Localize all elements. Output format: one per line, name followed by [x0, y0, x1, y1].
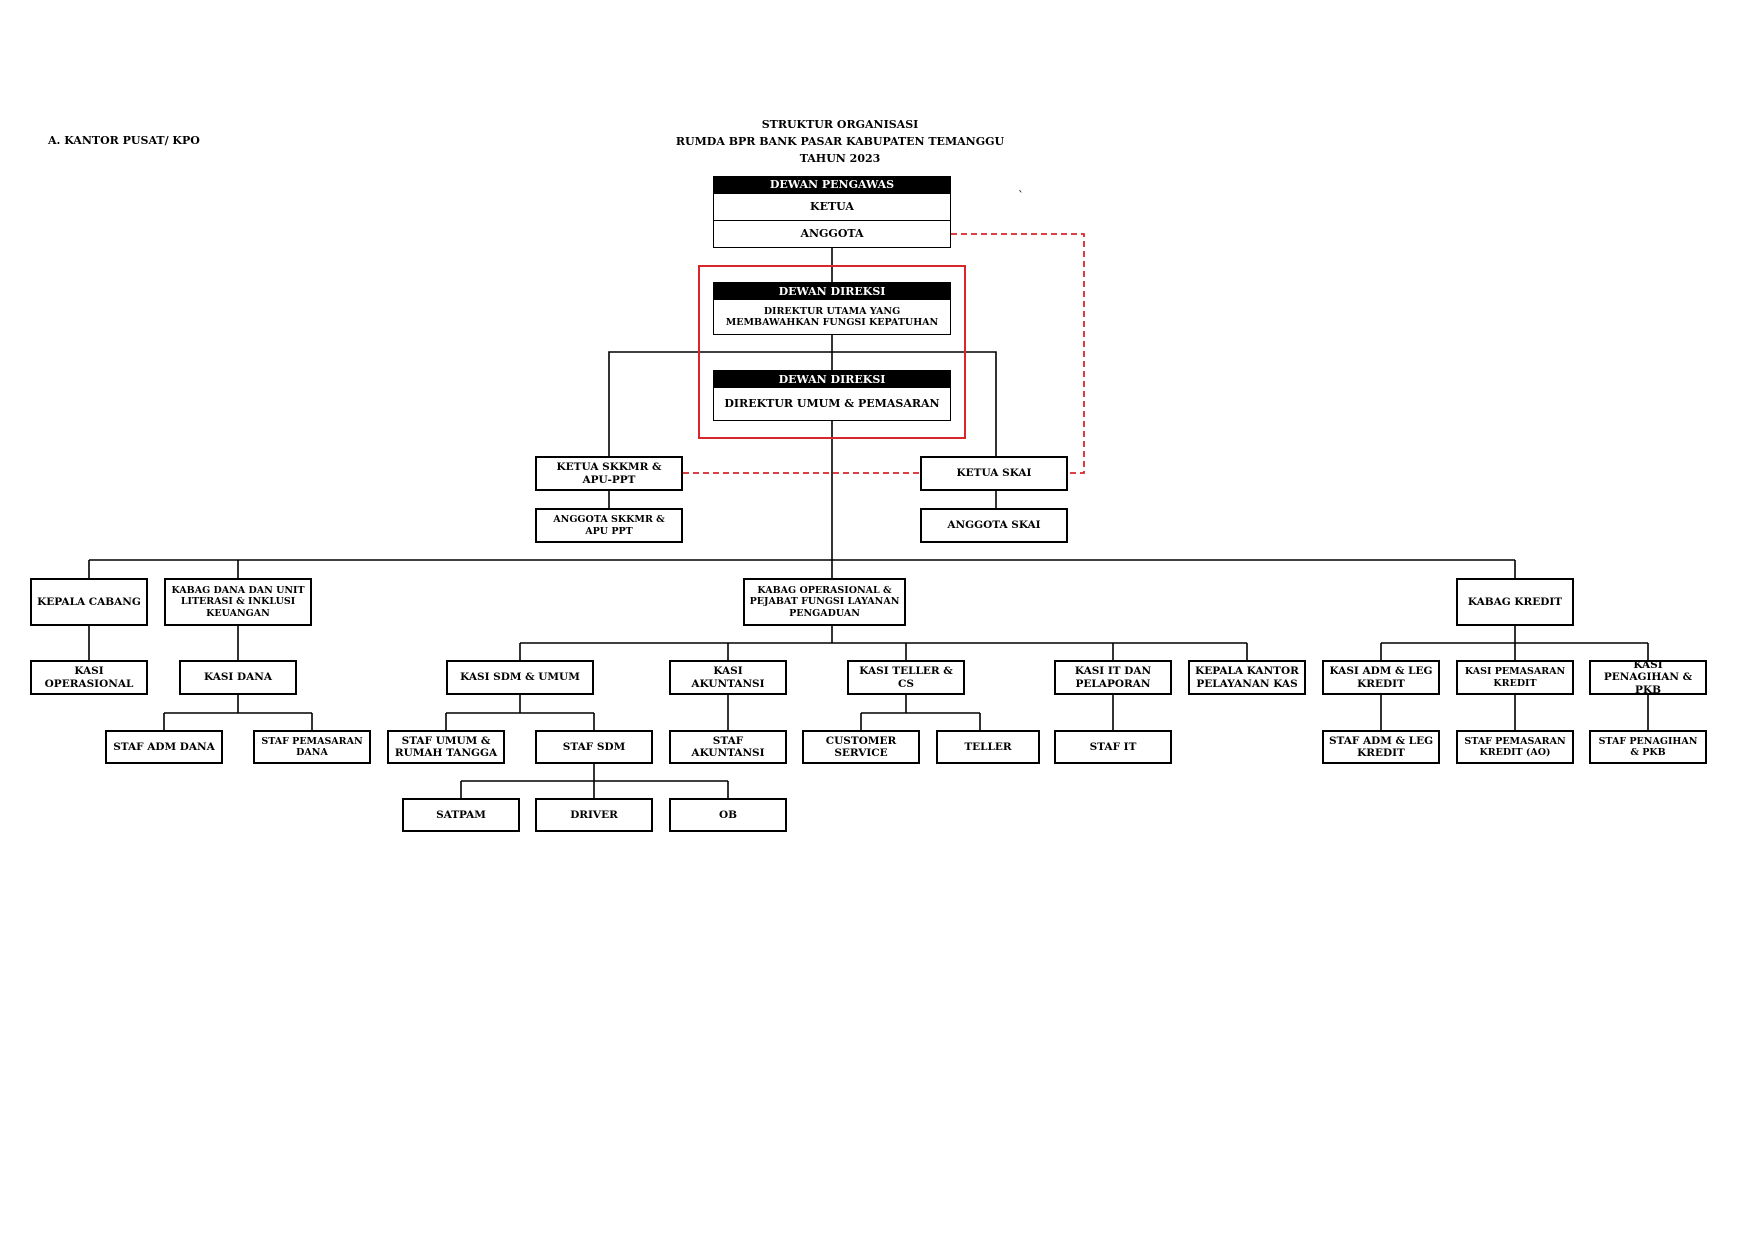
kabag-operasional: KABAG OPERASIONAL & PEJABAT FUNGSI LAYAN…: [743, 578, 906, 626]
kasi-sdm-umum: KASI SDM & UMUM: [446, 660, 594, 695]
staf-umum-rumah-tangga: STAF UMUM & RUMAH TANGGA: [387, 730, 505, 764]
direksi-frame: [698, 265, 966, 439]
ketua-skkmr: KETUA SKKMR & APU-PPT: [535, 456, 683, 491]
satpam: SATPAM: [402, 798, 520, 832]
dewan-pengawas-anggota: ANGGOTA: [713, 220, 951, 248]
direktur-utama-header: DEWAN DIREKSI: [713, 282, 951, 300]
kepala-kantor-kas: KEPALA KANTOR PELAYANAN KAS: [1188, 660, 1306, 695]
kasi-operasional: KASI OPERASIONAL: [30, 660, 148, 695]
staf-penagihan: STAF PENAGIHAN & PKB: [1589, 730, 1707, 764]
staf-adm-dana: STAF ADM DANA: [105, 730, 223, 764]
kabag-kredit: KABAG KREDIT: [1456, 578, 1574, 626]
anggota-skkmr: ANGGOTA SKKMR & APU PPT: [535, 508, 683, 543]
kasi-teller-cs: KASI TELLER & CS: [847, 660, 965, 695]
kasi-pemasaran-kredit: KASI PEMASARAN KREDIT: [1456, 660, 1574, 695]
ob: OB: [669, 798, 787, 832]
title-line-2: RUMDA BPR BANK PASAR KABUPATEN TEMANGGU: [675, 135, 1005, 148]
chart-title: STRUKTUR ORGANISASI RUMDA BPR BANK PASAR…: [600, 116, 1080, 167]
ketua-skai: KETUA SKAI: [920, 456, 1068, 491]
staf-sdm: STAF SDM: [535, 730, 653, 764]
kepala-cabang: KEPALA CABANG: [30, 578, 148, 626]
stray-mark: `: [1018, 189, 1024, 203]
kasi-akuntansi: KASI AKUNTANSI: [669, 660, 787, 695]
staf-akuntansi: STAF AKUNTANSI: [669, 730, 787, 764]
anggota-skai: ANGGOTA SKAI: [920, 508, 1068, 543]
section-label: A. KANTOR PUSAT/ KPO: [48, 134, 200, 147]
dewan-pengawas-header: DEWAN PENGAWAS: [713, 176, 951, 193]
dewan-pengawas-ketua: KETUA: [713, 193, 951, 221]
kasi-penagihan: KASI PENAGIHAN & PKB: [1589, 659, 1707, 696]
staf-pemasaran-dana: STAF PEMASARAN DANA: [253, 730, 371, 764]
customer-service: CUSTOMER SERVICE: [802, 730, 920, 764]
kabag-dana: KABAG DANA DAN UNIT LITERASI & INKLUSI K…: [164, 578, 312, 626]
kasi-adm-leg: KASI ADM & LEG KREDIT: [1322, 660, 1440, 695]
staf-it: STAF IT: [1054, 730, 1172, 764]
staf-adm-leg: STAF ADM & LEG KREDIT: [1322, 730, 1440, 764]
title-line-1: STRUKTUR ORGANISASI: [761, 118, 919, 131]
kasi-dana: KASI DANA: [179, 660, 297, 695]
direktur-umum: DIREKTUR UMUM & PEMASARAN: [713, 387, 951, 421]
direktur-umum-header: DEWAN DIREKSI: [713, 370, 951, 388]
teller: TELLER: [936, 730, 1040, 764]
direktur-utama: DIREKTUR UTAMA YANG MEMBAWAHKAN FUNGSI K…: [713, 299, 951, 335]
driver: DRIVER: [535, 798, 653, 832]
kasi-it: KASI IT DAN PELAPORAN: [1054, 660, 1172, 695]
title-line-3: TAHUN 2023: [799, 152, 881, 165]
staf-pemasaran-kredit: STAF PEMASARAN KREDIT (AO): [1456, 730, 1574, 764]
